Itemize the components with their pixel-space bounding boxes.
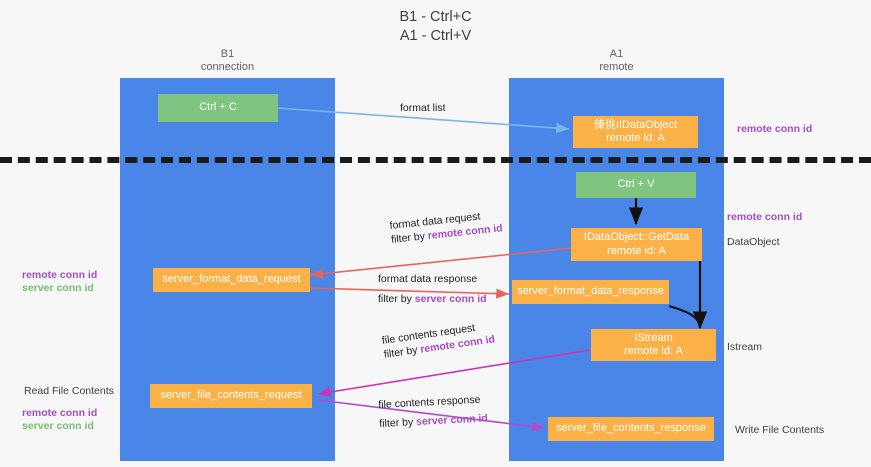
caption-file-contents-response-line1: file contents response bbox=[378, 393, 481, 411]
node-ctrl-v-label: Ctrl + V bbox=[617, 178, 655, 191]
node-server-format-data-response[interactable]: server_format_data_response bbox=[512, 280, 669, 304]
caption-file-contents-response: file contents response filter by server … bbox=[378, 392, 488, 431]
caption-highlight-server-conn-id: server conn id bbox=[414, 293, 487, 305]
page-title: B1 - Ctrl+C A1 - Ctrl+V bbox=[0, 8, 871, 46]
lane-header-b1-name: B1 bbox=[220, 48, 235, 60]
node-server-file-contents-request[interactable]: server_file_contents_request bbox=[150, 384, 312, 408]
label-right-write-file-contents: Write File Contents bbox=[735, 424, 825, 436]
caption-format-data-response-line2: filter by server conn id bbox=[378, 292, 487, 306]
caption-prefix: filter by bbox=[378, 293, 415, 305]
node-server-format-data-response-label: server_format_data_response bbox=[517, 285, 664, 298]
caption-format-list: format list bbox=[400, 101, 446, 115]
caption-prefix: filter by bbox=[390, 230, 429, 246]
caption-format-data-request: format data request filter by remote con… bbox=[389, 207, 503, 247]
caption-format-list-text: format list bbox=[400, 102, 446, 114]
label-left-remote-conn-id-bottom: remote conn id bbox=[22, 407, 98, 419]
label-left-read-file-contents: Read File Contents bbox=[24, 385, 114, 397]
caption-format-data-response-line1: format data response bbox=[378, 273, 478, 285]
node-idataobject-line2: remote id: A bbox=[606, 132, 665, 144]
label-left-server-conn-id-mid: server conn id bbox=[22, 282, 94, 294]
phase-divider bbox=[0, 157, 871, 163]
caption-file-contents-request: file contents request filter by remote c… bbox=[381, 318, 496, 361]
node-ctrl-v[interactable]: Ctrl + V bbox=[576, 172, 696, 198]
node-getdata-line1: IDataObject::GetData bbox=[583, 231, 690, 243]
label-left-remote-conn-id-mid: remote conn id bbox=[22, 269, 98, 281]
caption-prefix: filter by bbox=[379, 416, 417, 430]
node-idataobject[interactable]: 倲佻ıIDataObject remote id: A bbox=[573, 116, 698, 148]
node-server-file-contents-request-label: server_file_contents_request bbox=[160, 389, 302, 402]
node-server-format-data-request[interactable]: server_format_data_request bbox=[153, 268, 310, 292]
node-istream[interactable]: IStream remote id: A bbox=[591, 329, 716, 361]
lane-header-b1: B1 connection bbox=[120, 48, 335, 74]
node-server-file-contents-response-label: server_file_contents_response bbox=[556, 422, 706, 435]
lane-header-a1: A1 remote bbox=[509, 48, 724, 74]
node-ctrl-c-label: Ctrl + C bbox=[199, 101, 237, 114]
lane-header-b1-subtitle: connection bbox=[200, 61, 255, 73]
label-left-server-conn-id-bottom: server conn id bbox=[22, 420, 94, 432]
node-istream-line1: IStream bbox=[634, 331, 673, 344]
caption-prefix: filter by bbox=[383, 343, 422, 361]
node-server-file-contents-response[interactable]: server_file_contents_response bbox=[548, 417, 714, 441]
title-line-1: B1 - Ctrl+C bbox=[399, 9, 472, 25]
node-getdata[interactable]: IDataObject::GetData remote id: A bbox=[571, 228, 702, 261]
label-right-dataobject: DataObject bbox=[727, 236, 780, 248]
node-getdata-line2: remote id: A bbox=[607, 244, 666, 257]
lane-header-a1-name: A1 bbox=[609, 48, 624, 60]
label-right-remote-conn-id-mid: remote conn id bbox=[727, 211, 803, 223]
lane-header-a1-subtitle: remote bbox=[599, 61, 634, 73]
label-right-remote-conn-id-top: remote conn id bbox=[737, 123, 813, 135]
node-idataobject-line1: 倲佻ıIDataObject bbox=[593, 118, 678, 131]
node-istream-line2: remote id: A bbox=[624, 345, 683, 357]
caption-file-contents-response-line2: filter by server conn id bbox=[379, 411, 488, 431]
node-ctrl-c[interactable]: Ctrl + C bbox=[158, 94, 278, 122]
caption-format-data-response: format data response filter by server co… bbox=[378, 272, 487, 306]
node-server-format-data-request-label: server_format_data_request bbox=[162, 273, 301, 286]
caption-highlight-server-conn-id: server conn id bbox=[415, 412, 489, 429]
title-line-2: A1 - Ctrl+V bbox=[399, 28, 472, 44]
label-right-istream: Istream bbox=[727, 341, 763, 353]
